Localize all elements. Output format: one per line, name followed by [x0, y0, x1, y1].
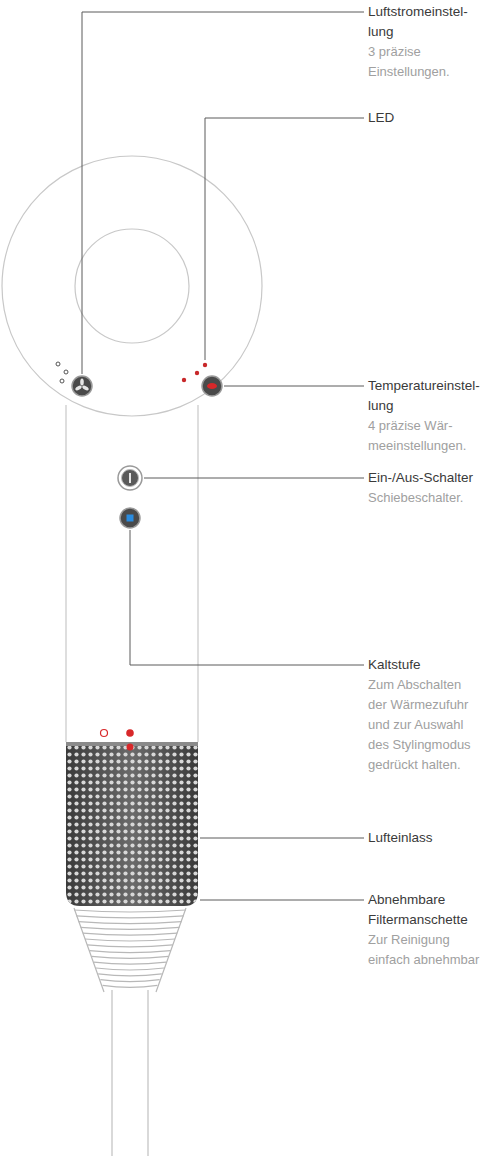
- lock-dot: [126, 729, 134, 737]
- cord-rib: [103, 985, 158, 987]
- callout-title: Temperatureinstel- lung: [368, 376, 482, 416]
- cord-rib: [100, 980, 159, 982]
- airflow-button: [72, 376, 92, 396]
- cord-rib: [96, 968, 164, 970]
- cord-rib: [85, 939, 175, 941]
- cord-rib: [87, 945, 173, 947]
- callout-title: Lufteinlass: [368, 828, 482, 848]
- callout-note: 4 präzise Wär- meeinstellungen.: [368, 416, 482, 456]
- callout-title: Abnehmbare Filtermanschette: [368, 890, 482, 930]
- cord-rib: [94, 962, 166, 964]
- filter-mesh: [66, 742, 198, 906]
- cord-rib: [76, 916, 184, 918]
- cord-rib: [74, 910, 186, 912]
- cord-rib: [78, 922, 181, 924]
- cord-relief-outline: [74, 908, 186, 992]
- head-inner-ring: [75, 229, 189, 343]
- cord-rib: [83, 933, 177, 935]
- cable: [112, 990, 148, 1156]
- callout-title: Kaltstufe: [368, 655, 482, 675]
- callout-title: Ein-/Aus-Schalter: [368, 468, 482, 488]
- cord-ribs: [74, 908, 186, 992]
- callout-note: Zum Abschalten der Wärmezufuhr und zur A…: [368, 675, 482, 775]
- cord-rib: [89, 951, 170, 953]
- filter-sleeve: [66, 742, 198, 906]
- power-switch: [118, 466, 142, 490]
- cord-rib: [92, 956, 169, 958]
- sleeve-dot: [127, 744, 134, 751]
- callout-note: Schiebeschalter.: [368, 488, 482, 508]
- unlock-dot: [101, 730, 108, 737]
- cold-button: [120, 508, 140, 528]
- temperature-button: [202, 376, 222, 396]
- callout-title: LED: [368, 108, 482, 128]
- airflow-dots: [56, 362, 68, 383]
- head-ring: [2, 156, 262, 416]
- leader-lines: [82, 12, 364, 900]
- led-dots: [182, 363, 207, 382]
- cord-rib: [81, 927, 180, 929]
- handle-outline: [66, 405, 198, 742]
- cord-rib: [98, 974, 162, 976]
- callout-note: Zur Reinigung einfach abnehmbar: [368, 930, 482, 970]
- callout-title: Luftstromeinstel- lung: [368, 2, 482, 42]
- callout-note: 3 präzise Einstellungen.: [368, 42, 482, 82]
